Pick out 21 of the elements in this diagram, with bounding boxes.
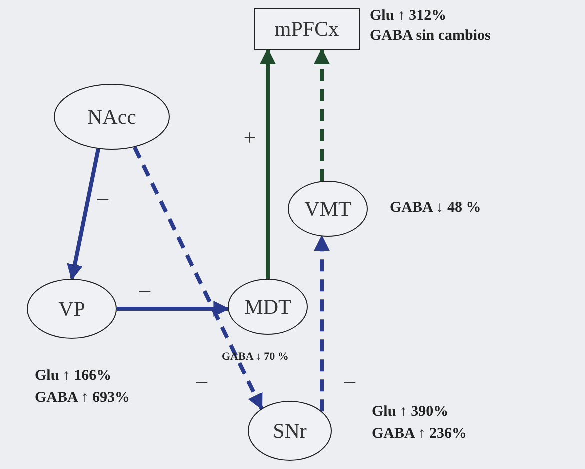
arrow [260,48,276,279]
arrow [314,235,330,412]
arrow [132,146,264,410]
arrow [67,148,100,281]
arrow [117,301,230,317]
region-name: mPFCx [274,16,340,42]
measurement-note: GABA ↓ 48 % [390,199,482,218]
measurement-note: Glu ↑ 166% [35,367,112,386]
region-name: VMT [304,196,352,222]
arrow [314,48,330,182]
measurement-note: Glu ↑ 390% [372,403,449,422]
measurement-note: GABA ↑ 236% [372,425,468,444]
region-name: MDT [244,294,292,320]
region-name: VP [58,296,86,322]
measurement-note: Glu ↑ 312% [370,7,447,26]
measurement-note: GABA sin cambios [370,27,491,46]
region-box [254,8,360,50]
measurement-note: GABA ↑ 693% [35,389,130,408]
region-name: NAcc [88,104,136,130]
measurement-note: GABA ↓ 70 % [222,350,289,365]
region-name: SNr [273,418,307,444]
